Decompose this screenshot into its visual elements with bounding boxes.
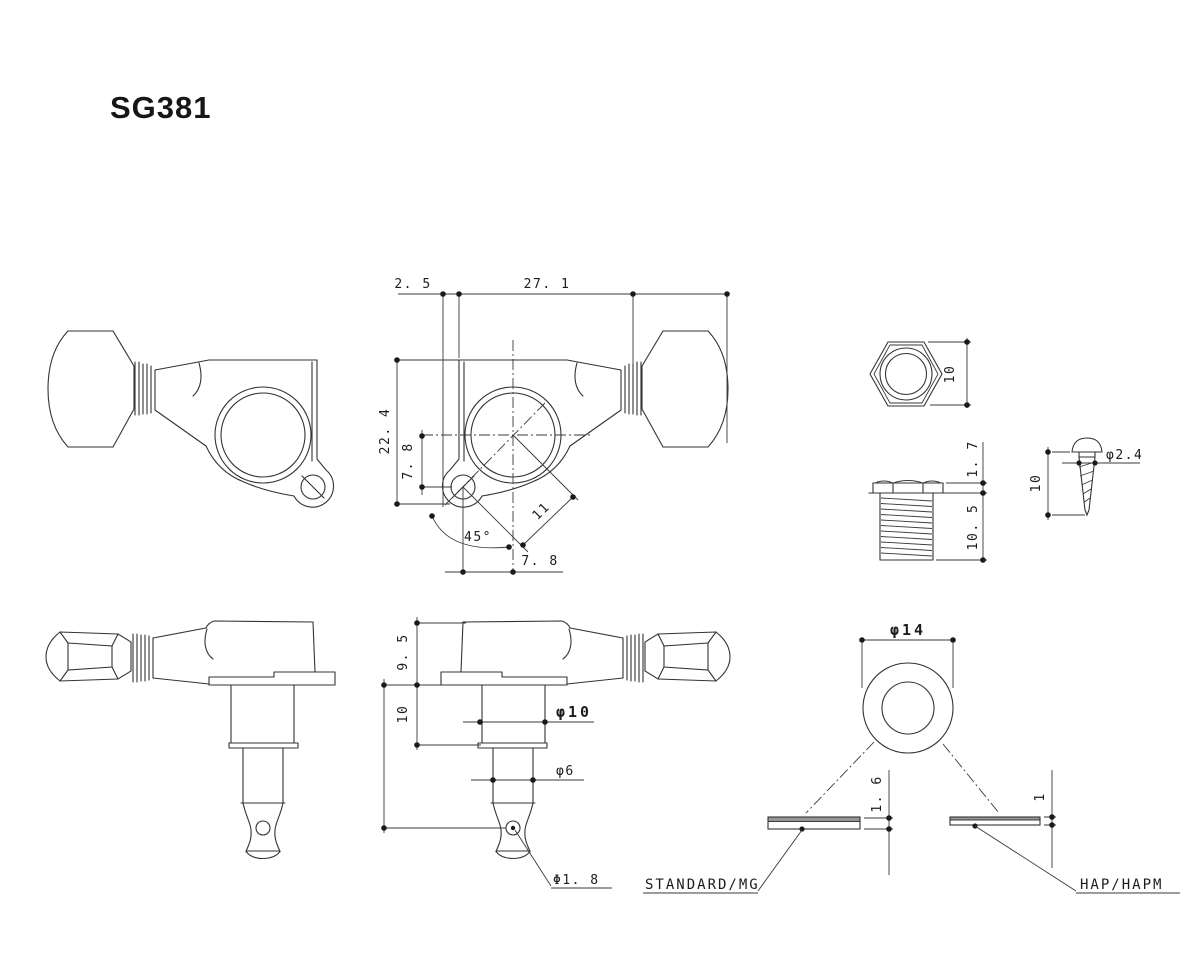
dim-string-hole-label: Φ1. 8	[553, 873, 600, 888]
dim-body-width-label: 27. 1	[524, 277, 571, 292]
washer-hap-label: HAP/HAPM	[1080, 877, 1163, 893]
gear-housing-left-view	[47, 330, 335, 508]
tuner-side-left-view	[45, 620, 336, 860]
dim-post-height-label: 10	[396, 705, 411, 724]
dim-bushing-thread-label: 10. 5	[966, 504, 981, 551]
gear-housing-front-view: 2. 5 27. 1 22. 4 7. 8 45° 11 7. 8	[378, 277, 730, 575]
dim-housing-height-label: 9. 5	[396, 633, 411, 670]
dim-nut-height-label: 10	[943, 365, 958, 384]
dim-bushing-head-label: 1. 7	[966, 440, 981, 477]
dim-screw-diameter-label: φ2.4	[1106, 448, 1143, 463]
dim-shaft-diameter-label: φ6	[556, 764, 575, 779]
dim-screw-length-label: 10	[1029, 474, 1044, 493]
page-title: SG381	[110, 90, 212, 125]
dim-washer-hap-thickness-label: 1	[1033, 792, 1048, 801]
washer-standard-label: STANDARD/MG	[645, 877, 760, 893]
dim-screw-angle-label: 45°	[464, 530, 492, 545]
tuner-side-view: 9. 5 10 φ10 φ6 Φ1. 8	[381, 617, 731, 889]
dim-washer-standard-thickness-label: 1. 6	[870, 775, 885, 812]
dim-ear-vertical-label: 7. 8	[401, 442, 416, 479]
dim-ear-horizontal-label: 7. 8	[521, 554, 558, 569]
hex-nut-view: 10	[869, 338, 971, 408]
mounting-screw-view: 10 φ2.4	[1029, 437, 1143, 520]
dim-screw-distance-label: 11	[530, 500, 554, 524]
dim-overall-height-label: 22. 4	[378, 408, 393, 455]
dim-post-diameter-label: φ10	[556, 703, 592, 721]
dim-plate-offset-label: 2. 5	[394, 277, 431, 292]
washer-views: φ14 1. 6 STANDARD/MG 1 HAP/HAPM	[643, 621, 1180, 894]
bushing-view: 1. 7 10. 5	[868, 440, 987, 563]
dim-washer-diameter-label: φ14	[890, 621, 926, 639]
